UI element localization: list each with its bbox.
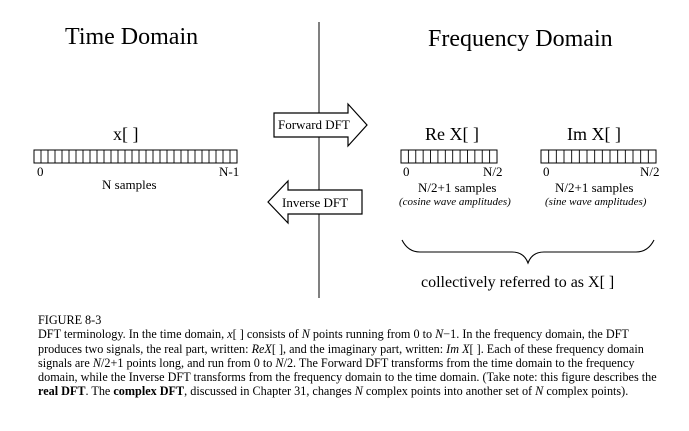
caption-text-run: −1. In the frequency domain, the DFT pro… <box>38 327 629 356</box>
caption-text-run: [ ] consists of <box>232 327 302 342</box>
caption-text-run: [ ]. Each of these frequency domain sign… <box>38 341 644 370</box>
sample-bar-outline <box>400 149 498 164</box>
caption-text-run: , discussed in Chapter 31, changes <box>184 384 355 399</box>
real-sample-count: N/2+1 samples <box>418 180 497 195</box>
caption-text-run: N <box>435 327 444 342</box>
imag-part-label: Im X[ ] <box>567 124 621 144</box>
caption-text-run: N <box>535 384 544 399</box>
time-end-index: N-1 <box>219 164 240 179</box>
caption-text-run: complex points into another set of <box>362 384 536 399</box>
caption-text-run: N <box>354 384 363 399</box>
figure-number: FIGURE 8-3 <box>38 313 102 327</box>
collective-brace <box>401 239 655 265</box>
imag-part-note: (sine wave amplitudes) <box>545 196 647 208</box>
caption-text-run: ReX <box>251 341 272 356</box>
inverse-dft-arrow <box>267 179 363 225</box>
inverse-dft-label: Inverse DFT <box>282 195 349 210</box>
caption-text-run: /2+1 points long, and run from 0 to <box>100 355 276 370</box>
time-domain-heading: Time Domain <box>65 24 199 50</box>
dft-terminology-diagram <box>33 22 657 298</box>
caption-text-run: . The <box>85 384 114 399</box>
real-part-sample-bar <box>400 149 498 164</box>
real-start-index: 0 <box>403 164 410 179</box>
figure-caption: FIGURE 8-3 DFT terminology. In the time … <box>38 313 668 399</box>
caption-text-run: [ ], and the imaginary part, written: <box>271 341 447 356</box>
caption-text-run: points running from 0 to <box>309 327 436 342</box>
caption-text-run: complex points). <box>543 384 629 399</box>
caption-text-run: N <box>92 355 101 370</box>
caption-text-run: Im X <box>446 341 470 356</box>
collective-label: collectively referred to as X[ ] <box>421 274 615 291</box>
real-part-label: Re X[ ] <box>425 124 479 144</box>
frequency-domain-heading: Frequency Domain <box>428 26 613 52</box>
caption-text-run: x <box>227 327 233 342</box>
caption-text-run: DFT terminology. In the time domain, <box>38 327 228 342</box>
real-part-note: (cosine wave amplitudes) <box>399 196 511 208</box>
caption-body: DFT terminology. In the time domain, x[ … <box>38 327 668 398</box>
forward-dft-label: Forward DFT <box>278 117 350 132</box>
caption-text-run: complex DFT <box>113 384 185 399</box>
caption-text-run: real DFT <box>38 384 86 399</box>
imag-sample-count: N/2+1 samples <box>555 180 634 195</box>
forward-dft-arrow <box>273 102 368 148</box>
caption-text-run: /2. The Forward DFT transforms from the … <box>38 355 657 385</box>
imag-part-sample-bar <box>540 149 657 164</box>
time-signal-label: x[ ] <box>113 124 139 144</box>
real-end-index: N/2 <box>483 164 503 179</box>
imag-start-index: 0 <box>543 164 550 179</box>
time-sample-count: N samples <box>102 177 157 192</box>
sample-bar-outline <box>33 149 238 164</box>
time-sample-bar <box>33 149 238 164</box>
imag-end-index: N/2 <box>640 164 660 179</box>
caption-text-run: N <box>301 327 310 342</box>
sample-bar-outline <box>540 149 657 164</box>
time-start-index: 0 <box>37 164 44 179</box>
caption-text-run: N <box>275 355 284 370</box>
